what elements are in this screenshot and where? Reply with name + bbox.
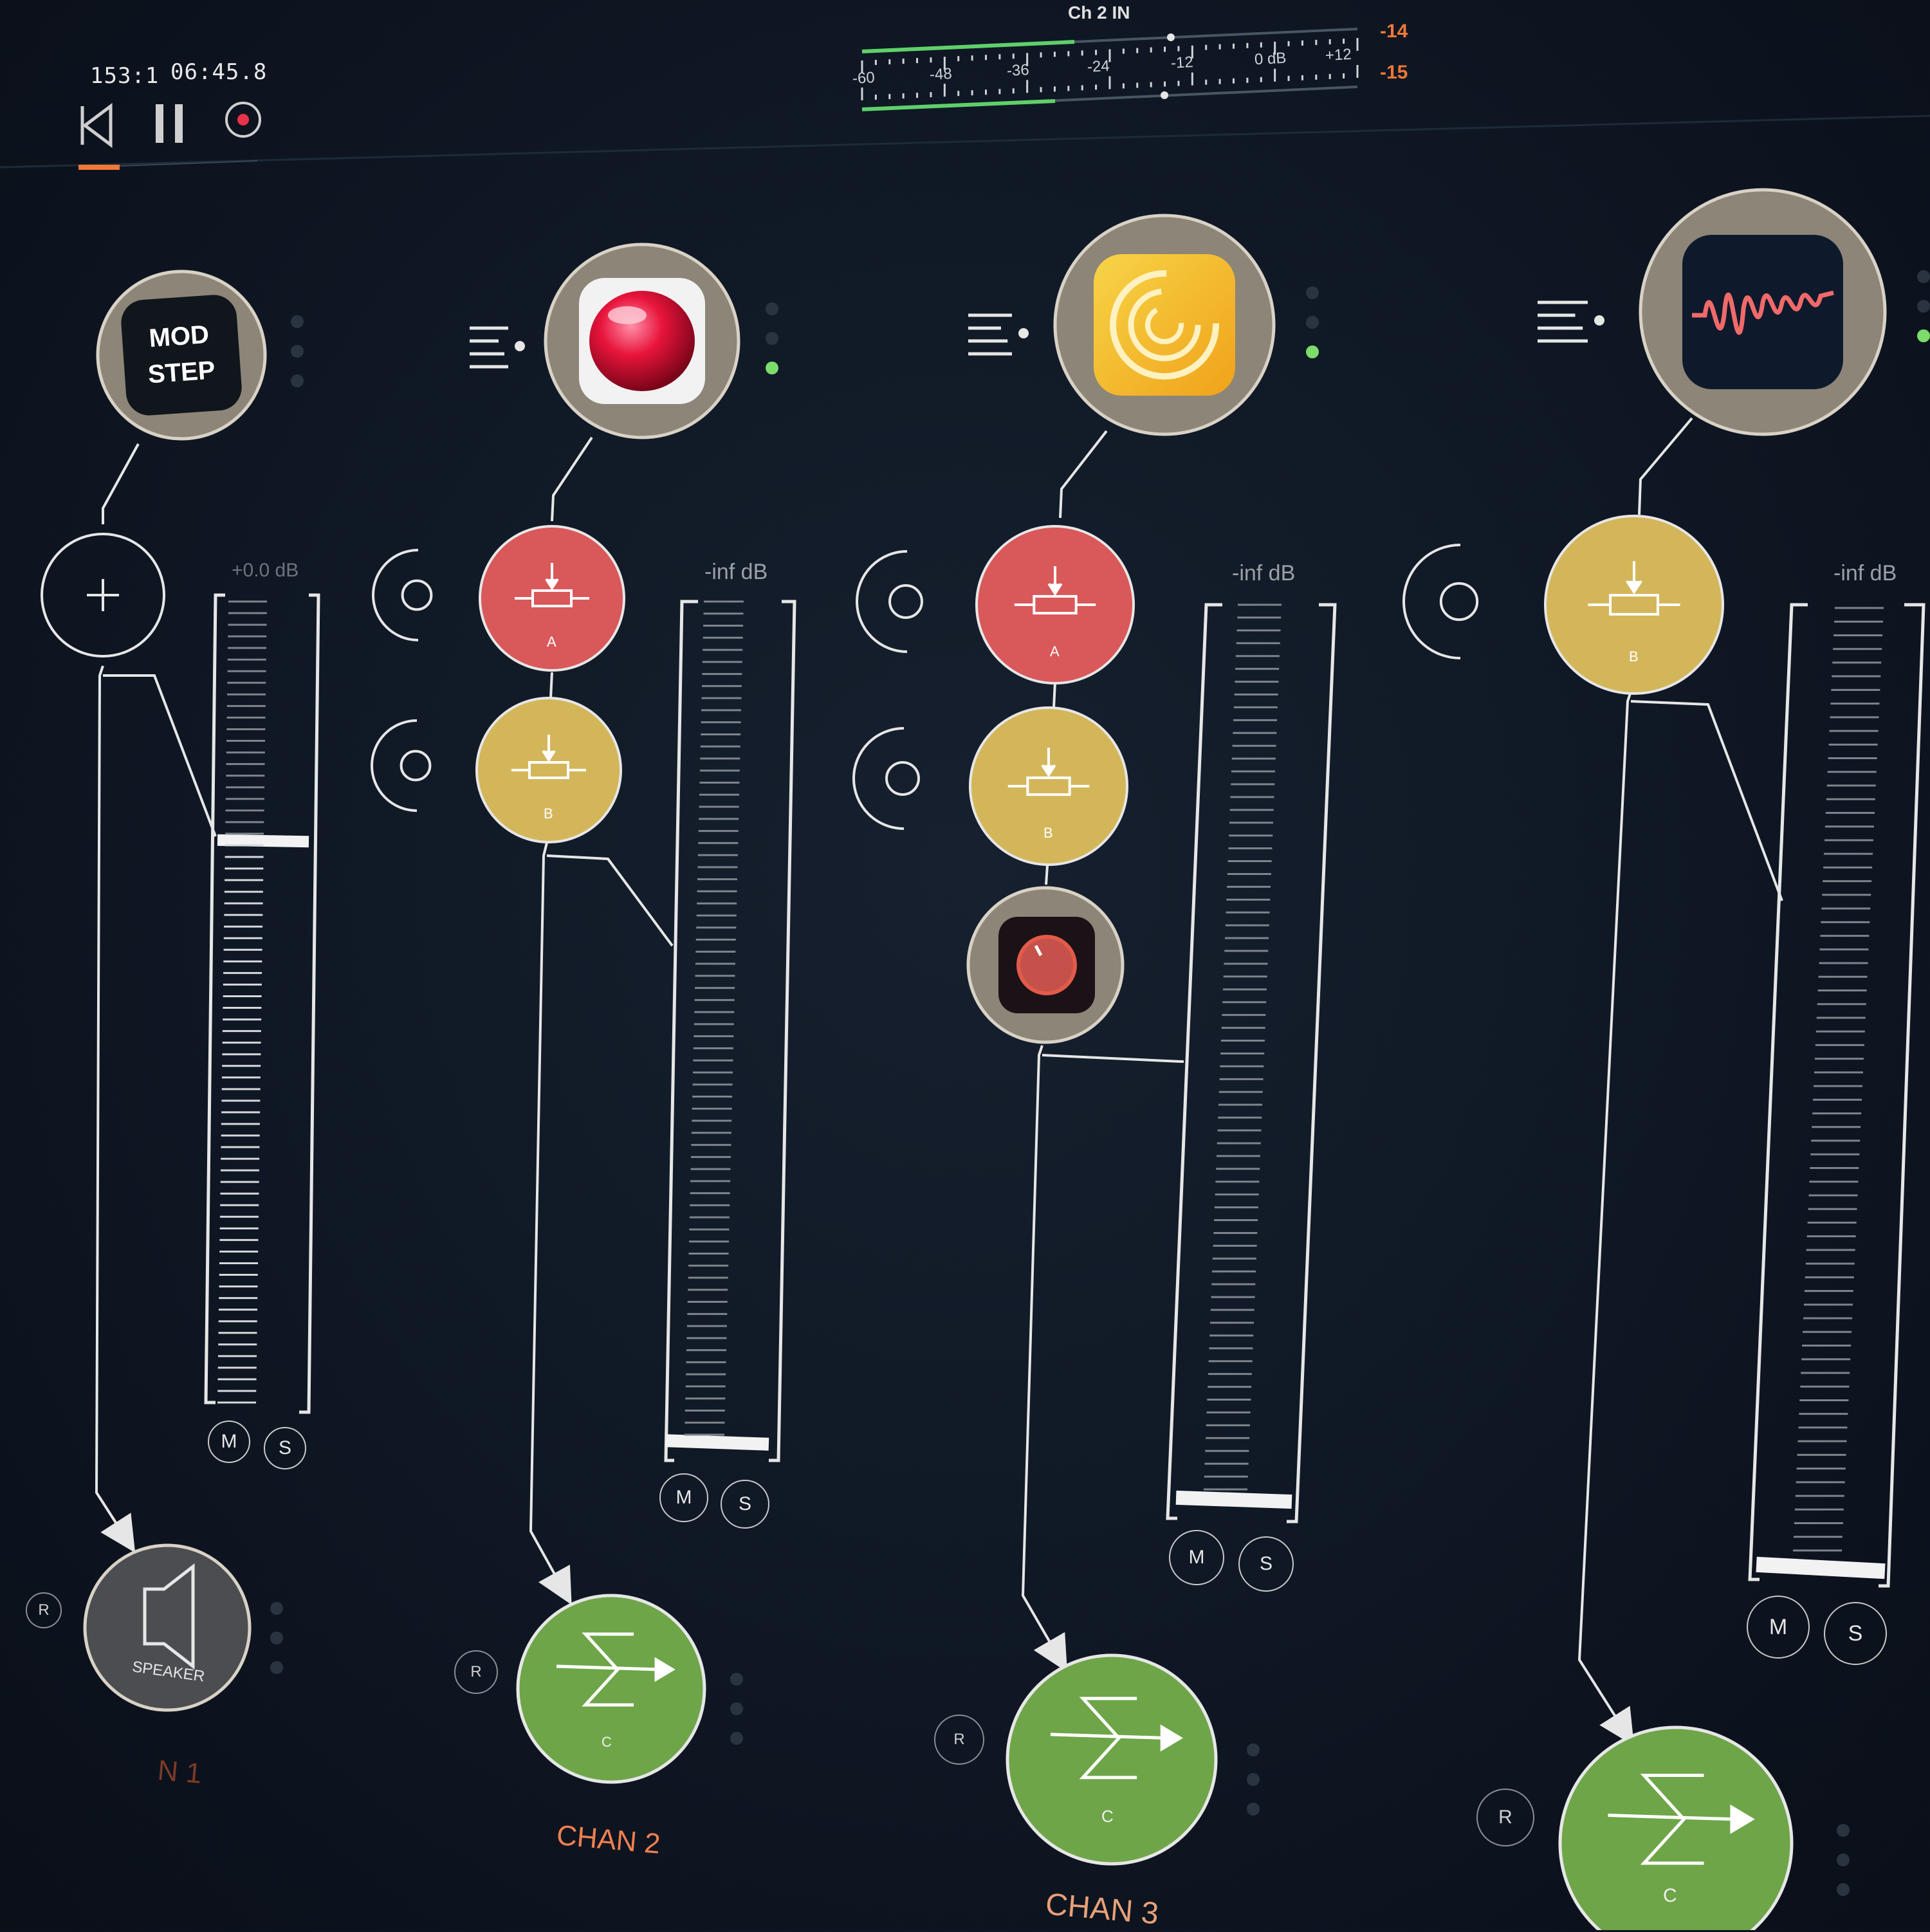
channel-3-mute-button[interactable]: M: [1169, 1530, 1224, 1585]
status-led-group: [1247, 1743, 1260, 1816]
channel-2-sum-output-node[interactable]: [516, 1594, 706, 1784]
channel-1-graph: [95, 443, 320, 1553]
channel-2-fader-db: -inf dB: [704, 560, 768, 584]
send-b-node[interactable]: [475, 697, 622, 843]
channel-2-fader-handle[interactable]: [665, 1434, 769, 1451]
channel-2-record-button[interactable]: R: [454, 1650, 498, 1694]
mod-step-label: MOD STEP: [147, 320, 216, 389]
spiral-app-node[interactable]: [1053, 214, 1276, 436]
channel-2-output-letter: C: [602, 1734, 612, 1750]
channel-4-graph: [1577, 417, 1925, 1746]
channel-3-graph: [1021, 430, 1337, 1673]
channel-1-mute-button[interactable]: M: [208, 1421, 250, 1463]
input-meter-title: Ch 2 IN: [1068, 3, 1130, 23]
send-a-node[interactable]: [479, 525, 625, 672]
status-led-group: [291, 315, 304, 387]
channel-3-record-button[interactable]: R: [934, 1715, 984, 1765]
meter-level-right: [861, 99, 1056, 111]
channel-1-fader-db: +0.0 dB: [232, 560, 299, 581]
channel-2-graph: [529, 436, 796, 1605]
send-level-knob[interactable]: [852, 727, 920, 830]
channel-3-solo-button[interactable]: S: [1238, 1536, 1294, 1592]
channel-menu-icon[interactable]: [968, 313, 1029, 356]
send-letter: A: [1050, 643, 1060, 659]
channel-menu-icon[interactable]: [470, 326, 525, 369]
channel-2-solo-button[interactable]: S: [721, 1480, 769, 1529]
sum-icon: [556, 1632, 676, 1707]
send-level-knob[interactable]: [856, 550, 923, 653]
send-level-knob[interactable]: [372, 549, 433, 641]
knob-effect-node[interactable]: [966, 886, 1125, 1044]
record-icon[interactable]: [225, 102, 261, 138]
input-meter-scale-label: -48: [929, 65, 953, 84]
send-letter: B: [1043, 824, 1053, 841]
channel-2-mute-button[interactable]: M: [659, 1473, 708, 1522]
mod-step-node[interactable]: [96, 270, 267, 441]
send-letter: B: [1629, 648, 1639, 665]
peak-hold-right: [1161, 91, 1168, 99]
speaker-output-node[interactable]: [83, 1543, 252, 1712]
send-a-node[interactable]: [975, 525, 1135, 685]
add-plugin-button[interactable]: [41, 533, 165, 658]
peak-readout-bottom: -15: [1380, 62, 1408, 83]
potentiometer-icon: [511, 735, 586, 779]
channel-3-output-letter: C: [1101, 1807, 1114, 1826]
speaker-icon: [143, 1563, 195, 1670]
channel-3-fader-db: -inf dB: [1232, 561, 1296, 585]
sum-icon: [1608, 1773, 1755, 1865]
send-b-node[interactable]: [969, 706, 1128, 866]
channel-1-fader-handle[interactable]: [217, 834, 309, 848]
channel-4-record-button[interactable]: R: [1476, 1789, 1534, 1846]
send-letter: B: [544, 805, 553, 822]
pause-icon[interactable]: [156, 104, 183, 143]
status-led-group: [730, 1673, 743, 1745]
header-divider: [0, 115, 1930, 169]
input-meter-scale-label: 0 dB: [1254, 49, 1287, 69]
sum-icon: [1050, 1697, 1183, 1780]
input-meter-scale-label: -60: [852, 69, 876, 87]
peak-readout-top: -14: [1380, 21, 1408, 42]
channel-3-sum-output-node[interactable]: [1006, 1653, 1218, 1866]
transport-position: 153:1: [90, 63, 160, 89]
channel-menu-icon[interactable]: [1538, 300, 1604, 343]
status-led-group: [1306, 286, 1319, 358]
send-level-knob[interactable]: [371, 719, 432, 812]
send-letter: A: [547, 634, 556, 650]
channel-1-solo-button[interactable]: S: [264, 1427, 306, 1469]
potentiometer-icon: [515, 563, 589, 607]
peak-hold-left: [1167, 33, 1175, 41]
channel-4-fader-db: -inf dB: [1834, 561, 1897, 585]
channel-4-solo-button[interactable]: S: [1824, 1602, 1887, 1665]
channel-3-fader-handle[interactable]: [1175, 1490, 1292, 1509]
transport-progress: [78, 165, 120, 170]
channel-1-name[interactable]: N 1: [156, 1754, 203, 1790]
send-b-node[interactable]: [1544, 515, 1724, 695]
red-ball-app-node[interactable]: [544, 243, 740, 439]
status-led-group: [1837, 1824, 1850, 1896]
channel-4-sum-output-node[interactable]: [1558, 1725, 1794, 1930]
send-level-knob[interactable]: [1402, 544, 1479, 659]
potentiometer-icon: [1007, 748, 1090, 796]
channel-4-mute-button[interactable]: M: [1747, 1596, 1810, 1659]
meter-level-left: [861, 40, 1075, 53]
status-led-group: [766, 302, 778, 374]
input-meter-scale-label: +12: [1325, 45, 1352, 65]
channel-4-output-letter: C: [1663, 1885, 1677, 1906]
skip-back-icon[interactable]: [80, 103, 113, 148]
status-led-group: [270, 1602, 283, 1674]
channel-4-fader-handle[interactable]: [1756, 1556, 1886, 1579]
status-led-group: [1917, 270, 1930, 342]
input-level-meter: [861, 28, 1359, 111]
transport-time: 06:45.8: [170, 59, 268, 85]
waveform-app-node[interactable]: [1639, 188, 1887, 436]
potentiometer-icon: [1588, 561, 1680, 616]
potentiometer-icon: [1014, 566, 1096, 615]
channel-1-record-button[interactable]: R: [26, 1592, 62, 1628]
input-meter-scale-label: -36: [1006, 61, 1030, 80]
input-meter-scale-label: -12: [1170, 53, 1194, 72]
input-meter-scale-label: -24: [1087, 57, 1110, 76]
